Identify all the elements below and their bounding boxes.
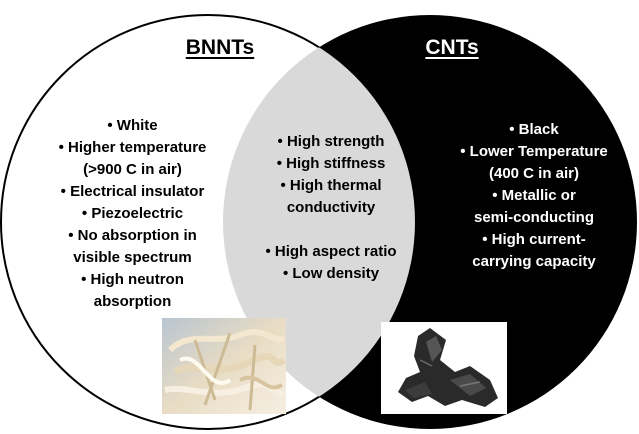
list-item: • High strength [250, 131, 412, 153]
shared-properties: • High strength • High stiffness • High … [250, 131, 412, 285]
cnt-properties: • Black • Lower Temperature (400 C in ai… [440, 119, 628, 273]
list-item: • Metallic or [440, 185, 628, 207]
list-item: • High aspect ratio [250, 241, 412, 263]
cnt-sample-image [381, 322, 507, 414]
list-item: • Electrical insulator [30, 181, 235, 203]
spacer [250, 219, 412, 241]
list-item: semi-conducting [440, 207, 628, 229]
list-item: • High stiffness [250, 153, 412, 175]
list-item: • High thermal [250, 175, 412, 197]
list-item: conductivity [250, 197, 412, 219]
list-item: visible spectrum [30, 247, 235, 269]
list-item: • High neutron [30, 269, 235, 291]
list-item: absorption [30, 291, 235, 313]
cnt-title: CNTs [392, 36, 512, 60]
bnnt-properties: • White • Higher temperature (>900 C in … [30, 115, 235, 313]
bnnt-sample-image [162, 318, 286, 414]
list-item: • Lower Temperature [440, 141, 628, 163]
list-item: (>900 C in air) [30, 159, 235, 181]
list-item: (400 C in air) [440, 163, 628, 185]
list-item: • Higher temperature [30, 137, 235, 159]
list-item: carrying capacity [440, 251, 628, 273]
list-item: • Black [440, 119, 628, 141]
list-item: • High current- [440, 229, 628, 251]
bnnt-title: BNNTs [160, 36, 280, 60]
list-item: • White [30, 115, 235, 137]
list-item: • No absorption in [30, 225, 235, 247]
list-item: • Low density [250, 263, 412, 285]
list-item: • Piezoelectric [30, 203, 235, 225]
